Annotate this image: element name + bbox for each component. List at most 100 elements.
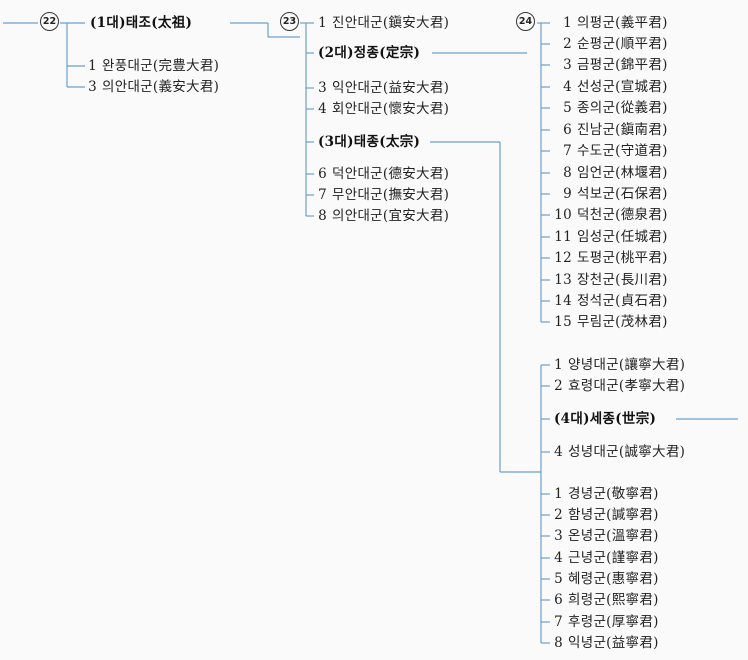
birth-order: 1	[318, 15, 327, 31]
son-name: 수도군(守道君)	[577, 143, 668, 159]
birth-order: 1	[563, 15, 572, 31]
son-name: 선성군(宣城君)	[577, 79, 668, 95]
col3-son-10: 10 덕천군(德泉君)	[554, 207, 668, 223]
birth-order: 3	[88, 79, 97, 95]
col3-son-11: 11 임성군(任城君)	[554, 229, 668, 245]
col2-son-3: 3 익안대군(益安大君)	[318, 80, 449, 96]
son-name: 함녕군(諴寧君)	[568, 507, 659, 523]
birth-order: 6	[318, 166, 327, 182]
birth-order: 1	[88, 58, 97, 74]
col4-illegit-son-2: 2 함녕군(諴寧君)	[554, 507, 659, 523]
col3-son-9: 9 석보군(石保君)	[554, 186, 668, 202]
col3-son-13: 13 장천군(長川君)	[554, 272, 668, 288]
birth-order: 1	[554, 486, 563, 502]
son-name: 진안대군(鎭安大君)	[332, 15, 450, 31]
col3-son-14: 14 정석군(貞石君)	[554, 293, 668, 309]
birth-order: 1	[554, 357, 563, 373]
son-name: 덕천군(德泉君)	[577, 207, 668, 223]
king-ordinal: (4대)	[554, 411, 590, 427]
col2-son-8: 8 의안대군(宜安大君)	[318, 208, 449, 224]
col4-illegit-son-3: 3 온녕군(溫寧君)	[554, 528, 659, 544]
son-name: 진남군(鎭南君)	[577, 122, 668, 138]
birth-order: 13	[554, 272, 572, 288]
col2-son-6: 6 덕안대군(德安大君)	[318, 166, 449, 182]
col3-son-6: 6 진남군(鎭南君)	[554, 122, 668, 138]
king-name: 태조(太祖)	[125, 15, 193, 31]
birth-order: 12	[554, 250, 572, 266]
generation-marker-22: 22	[40, 12, 59, 31]
birth-order: 14	[554, 293, 572, 309]
birth-order: 15	[554, 314, 572, 330]
birth-order: 6	[563, 122, 572, 138]
birth-order: 3	[554, 528, 563, 544]
son-name: 희령군(熙寧君)	[568, 592, 659, 608]
son-name: 순평군(順平君)	[577, 36, 668, 52]
king-taejong: (3대)태종(太宗)	[318, 134, 420, 150]
birth-order: 8	[563, 165, 572, 181]
son-name: 무림군(茂林君)	[577, 314, 668, 330]
son-name: 회안대군(懷安大君)	[332, 101, 450, 117]
son-name: 익녕군(益寧君)	[568, 635, 659, 651]
king-name: 세종(世宗)	[589, 411, 657, 427]
col2-son-4: 4 회안대군(懷安大君)	[318, 101, 449, 117]
son-name: 익안대군(益安大君)	[332, 80, 450, 96]
col3-son-1: 1 의평군(義平君)	[554, 15, 668, 31]
son-name: 의평군(義平君)	[577, 15, 668, 31]
col4-son-2: 2 효령대군(孝寧大君)	[554, 378, 685, 394]
son-name: 근녕군(謹寧君)	[568, 550, 659, 566]
son-name: 무안대군(撫安大君)	[332, 187, 450, 203]
son-name: 임성군(任城君)	[577, 229, 668, 245]
col3-son-15: 15 무림군(茂林君)	[554, 314, 668, 330]
birth-order: 11	[554, 229, 572, 245]
birth-order: 7	[554, 614, 563, 630]
son-name: 온녕군(溫寧君)	[568, 528, 659, 544]
birth-order: 8	[318, 208, 327, 224]
son-name: 석보군(石保君)	[577, 186, 668, 202]
col2-son-1: 1 진안대군(鎭安大君)	[318, 15, 449, 31]
son-name: 금평군(錦平君)	[577, 57, 668, 73]
son-name: 효령대군(孝寧大君)	[568, 378, 686, 394]
son-name: 혜령군(惠寧君)	[568, 571, 659, 587]
king-name: 정종(定宗)	[353, 45, 421, 61]
son-name: 장천군(長川君)	[577, 272, 668, 288]
birth-order: 10	[554, 207, 572, 223]
king-ordinal: (1대)	[90, 15, 126, 31]
birth-order: 7	[318, 187, 327, 203]
birth-order: 4	[554, 550, 563, 566]
birth-order: 4	[318, 101, 327, 117]
birth-order: 8	[554, 635, 563, 651]
king-taejo: (1대)태조(太祖)	[90, 15, 192, 31]
generation-marker-24: 24	[516, 12, 535, 31]
son-name: 의안대군(宜安大君)	[332, 208, 450, 224]
col4-illegit-son-1: 1 경녕군(敬寧君)	[554, 486, 659, 502]
birth-order: 5	[563, 100, 572, 116]
col4-illegit-son-4: 4 근녕군(謹寧君)	[554, 550, 659, 566]
king-ordinal: (2대)	[318, 45, 354, 61]
son-name: 종의군(從義君)	[577, 100, 668, 116]
son-name: 정석군(貞石君)	[577, 293, 668, 309]
col4-illegit-son-6: 6 희령군(熙寧君)	[554, 592, 659, 608]
generation-marker-23: 23	[280, 12, 299, 31]
birth-order: 3	[318, 80, 327, 96]
king-sejong: (4대)세종(世宗)	[554, 411, 656, 427]
birth-order: 2	[554, 507, 563, 523]
son-name: 경녕군(敬寧君)	[568, 486, 659, 502]
birth-order: 6	[554, 592, 563, 608]
birth-order: 4	[563, 79, 572, 95]
col3-son-4: 4 선성군(宣城君)	[554, 79, 668, 95]
king-ordinal: (3대)	[318, 134, 354, 150]
son-name: 덕안대군(德安大君)	[332, 166, 450, 182]
birth-order: 2	[554, 378, 563, 394]
king-name: 태종(太宗)	[353, 134, 421, 150]
col2-son-7: 7 무안대군(撫安大君)	[318, 187, 449, 203]
birth-order: 9	[563, 186, 572, 202]
